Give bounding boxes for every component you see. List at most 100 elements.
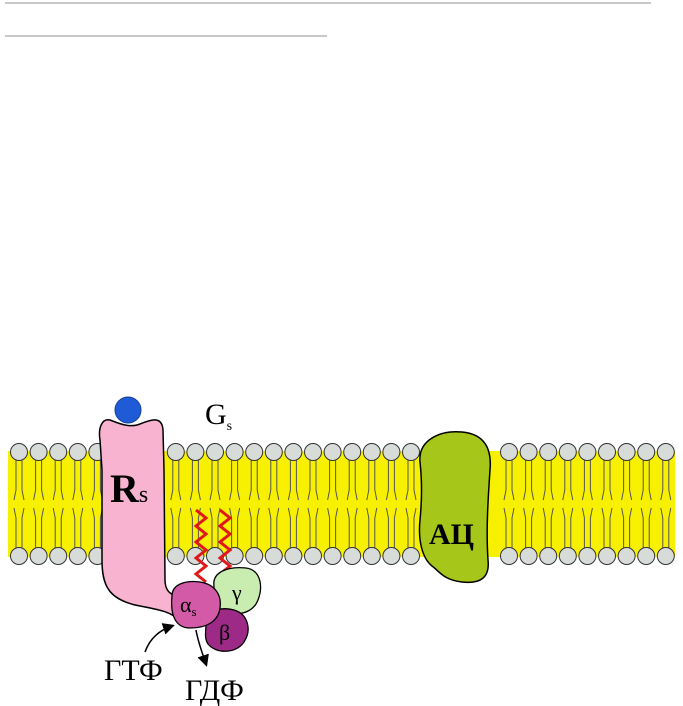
lipid-tail: [354, 460, 358, 501]
lipid-head: [402, 443, 420, 461]
lipid-tail: [315, 460, 319, 501]
lipid-tail: [374, 507, 378, 548]
lipid-tail: [178, 460, 182, 501]
lipid-head: [656, 547, 675, 565]
lipid-tail: [542, 460, 546, 501]
beta-subunit: [204, 608, 249, 652]
lipid-head: [558, 547, 577, 565]
lipid-tail: [307, 507, 311, 548]
lipid-tail: [570, 507, 574, 548]
lipid-tail: [542, 507, 546, 548]
lipid-head: [343, 547, 362, 565]
lipid-tail: [327, 460, 331, 501]
lipid-tail: [570, 460, 574, 501]
lipid-tail: [197, 460, 201, 501]
enzyme-label: АЦ: [429, 518, 474, 551]
lipid-head: [558, 443, 577, 461]
short-divider-line: [5, 35, 327, 37]
gtp-arrow: [144, 623, 175, 653]
lipid-head: [68, 547, 87, 565]
lipid-head: [637, 443, 656, 461]
lipid-head: [382, 443, 401, 461]
lipid-head: [49, 443, 68, 461]
lipid-head: [500, 547, 518, 565]
lipid-tail: [385, 507, 389, 548]
lipid-tail: [60, 460, 64, 501]
lipid-head: [68, 443, 87, 461]
lipid-tail: [405, 507, 409, 548]
lipid-tail: [13, 507, 17, 548]
ligand-dot: [114, 396, 142, 424]
lipid-tail: [523, 507, 527, 548]
lipid-tail: [229, 460, 233, 501]
lipid-tail: [366, 507, 370, 548]
lipid-head: [519, 547, 538, 565]
lipid-tail: [72, 460, 76, 501]
lipid-head: [49, 547, 68, 565]
lipid-head: [382, 547, 401, 565]
lipid-tail: [60, 507, 64, 548]
lipid-tail: [256, 460, 260, 501]
lipid-tail: [217, 460, 221, 501]
lipid-tail: [41, 460, 45, 501]
lipid-head: [637, 547, 656, 565]
lipid-head: [323, 547, 342, 565]
gprotein-label: Gs: [205, 398, 232, 434]
lipid-tail: [531, 460, 535, 501]
lipid-head: [284, 443, 303, 461]
lipid-head: [245, 443, 264, 461]
lipid-tail: [668, 460, 672, 501]
lipid-tail: [256, 507, 260, 548]
lipid-tail: [531, 507, 535, 548]
lipid-tail: [189, 507, 193, 548]
lipid-head: [225, 443, 244, 461]
lipid-tail: [80, 507, 84, 548]
lipid-tail: [170, 460, 174, 501]
lipid-tail: [629, 507, 633, 548]
lipid-head: [245, 547, 264, 565]
lipid-head: [539, 443, 558, 461]
lipid-tail: [511, 507, 515, 548]
lipid-head: [225, 547, 244, 565]
lipid-head: [362, 443, 381, 461]
lipid-tail: [237, 460, 241, 501]
lipid-tail: [511, 460, 515, 501]
lipid-head: [343, 443, 362, 461]
lipid-tail: [52, 460, 56, 501]
lipid-tail: [562, 507, 566, 548]
lipid-tail: [276, 507, 280, 548]
lipid-tail: [609, 460, 613, 501]
lipid-head: [304, 547, 322, 565]
lipid-tail: [640, 460, 644, 501]
lipid-head: [284, 547, 303, 565]
lipid-head: [206, 443, 224, 461]
lipid-head: [656, 443, 675, 461]
lipid-tail: [609, 507, 613, 548]
lipid-tail: [503, 507, 507, 548]
lipid-tail: [33, 460, 37, 501]
lipid-tail: [393, 507, 397, 548]
lipid-tail: [405, 460, 409, 501]
lipid-tail: [668, 507, 672, 548]
lipid-tail: [589, 507, 593, 548]
lipid-tail: [268, 507, 272, 548]
lipid-head: [362, 547, 381, 565]
lipid-head: [598, 547, 616, 565]
lipid-tail: [621, 460, 625, 501]
lipid-tails: [13, 460, 672, 548]
lipid-tail: [366, 460, 370, 501]
lipid-tail: [393, 460, 397, 501]
gdp-label: ГДФ: [185, 674, 244, 706]
gamma-subunit-label: γ: [231, 580, 242, 605]
lipid-tail: [374, 460, 378, 501]
lipid-tail: [413, 460, 417, 501]
lipid-tail: [237, 507, 241, 548]
lipid-tail: [346, 460, 350, 501]
lipid-tail: [648, 460, 652, 501]
lipid-tail: [581, 507, 585, 548]
lipid-tail: [287, 460, 291, 501]
gdp-arrow: [195, 629, 209, 667]
lipid-tail: [629, 460, 633, 501]
lipid-tail: [268, 460, 272, 501]
lipid-head: [264, 443, 283, 461]
